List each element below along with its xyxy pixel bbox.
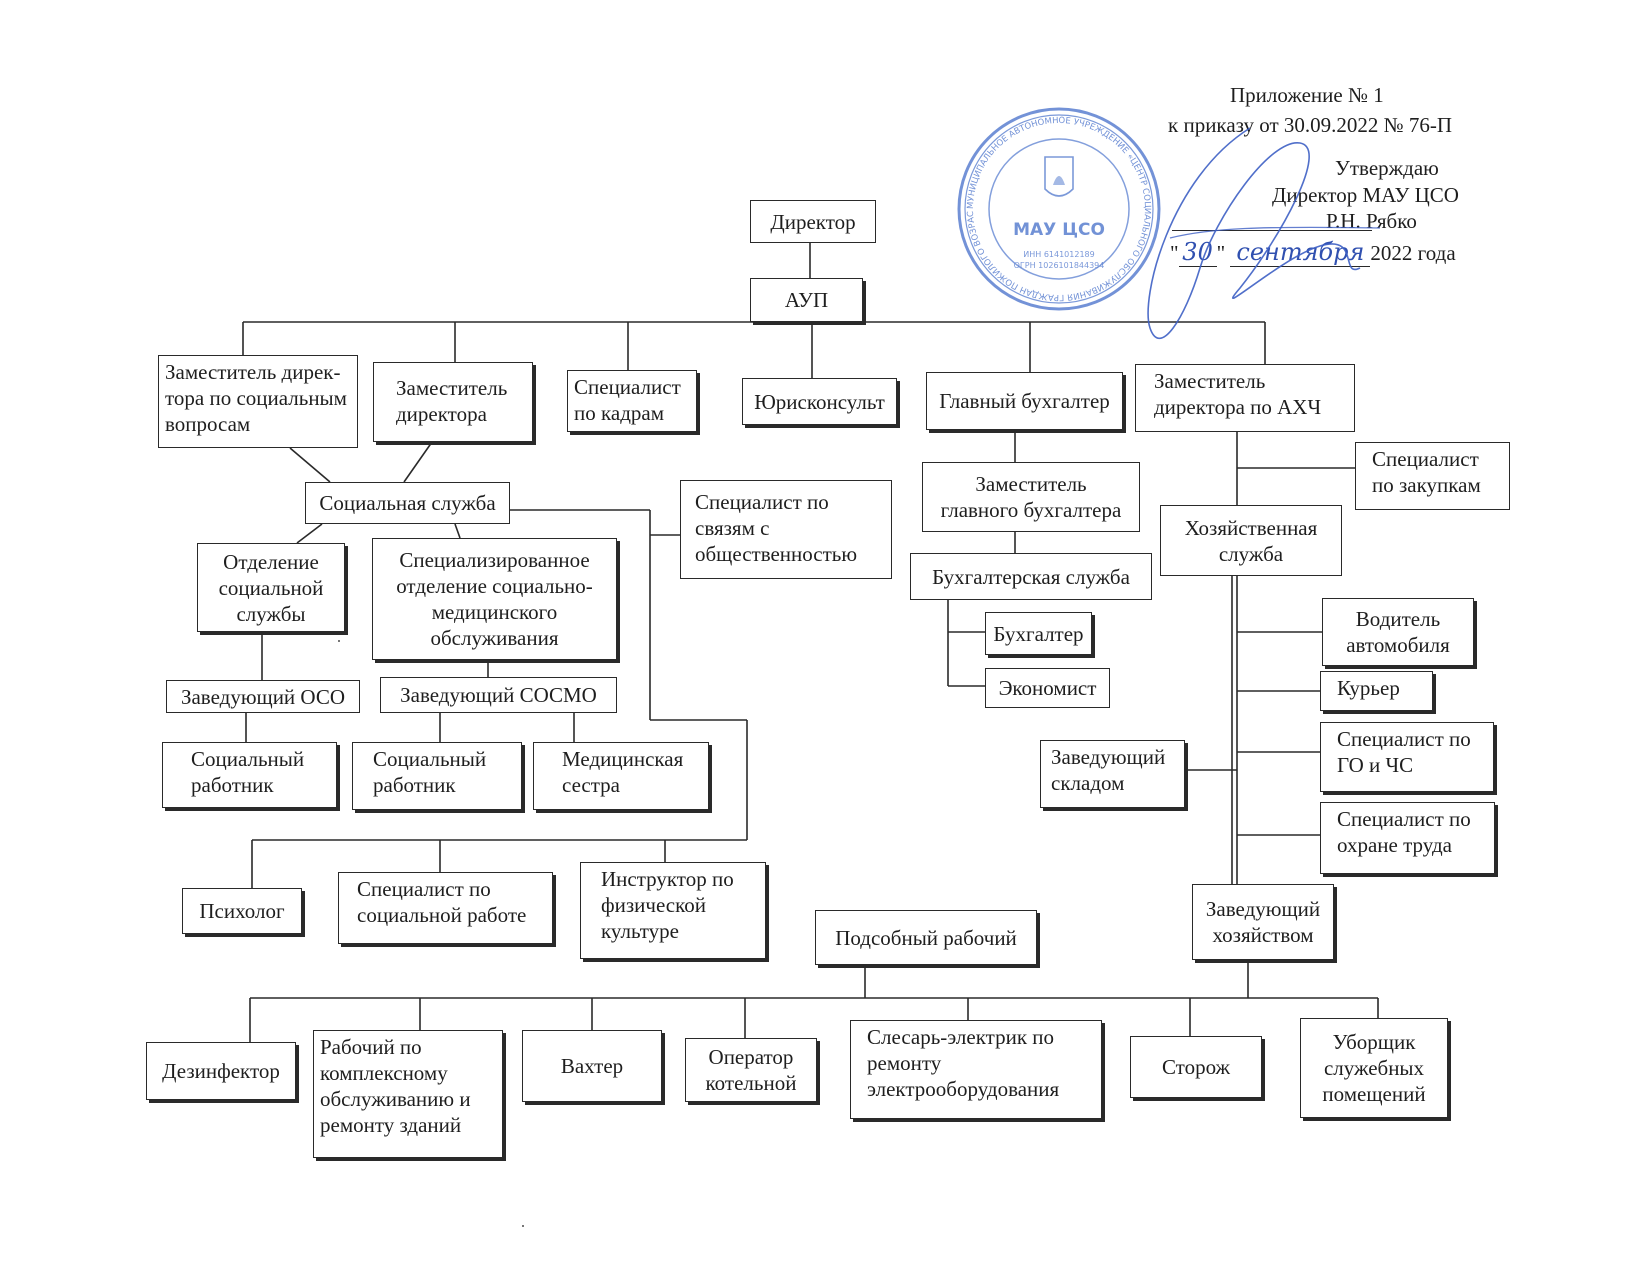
node-accountant: Бухгалтер	[985, 612, 1092, 655]
scan-speck	[338, 640, 340, 642]
stamp-seal: МУНИЦИПАЛЬНОЕ АВТОНОМНОЕ УЧРЕЖДЕНИЕ «ЦЕН…	[955, 105, 1161, 311]
date-day: 30	[1178, 238, 1217, 267]
node-cleaner: Уборщик служебных помещений	[1300, 1018, 1448, 1118]
approve-label: Утверждаю	[1335, 156, 1439, 180]
node-pe-instructor: Инструктор по физической культуре	[580, 862, 766, 959]
node-director: Директор	[750, 200, 876, 243]
crest-shield-icon	[1044, 156, 1074, 197]
node-dept-social: Отделение социальной службы	[197, 543, 345, 632]
node-lawyer: Юрисконсульт	[742, 378, 897, 425]
stamp-ogrn: ОГРН 1026101844394	[1014, 261, 1105, 270]
node-social-worker-1: Социальный работник	[162, 742, 337, 808]
node-aup: АУП	[750, 278, 863, 322]
node-labor-safety-specialist: Специалист по охране труда	[1320, 802, 1495, 874]
director-name: Р.Н. Рябко	[1326, 209, 1417, 233]
node-deputy-social: Заместитель дирек- тора по социальным во…	[158, 355, 358, 448]
appendix-label: Приложение № 1	[1230, 83, 1384, 107]
node-courier: Курьер	[1320, 671, 1433, 711]
node-driver: Водитель автомобиля	[1322, 598, 1474, 666]
node-social-worker-2: Социальный работник	[352, 742, 522, 810]
node-aux-worker: Подсобный рабочий	[815, 910, 1037, 965]
stamp-ring-text: МУНИЦИПАЛЬНОЕ АВТОНОМНОЕ УЧРЕЖДЕНИЕ «ЦЕН…	[955, 105, 1152, 302]
node-economist: Экономист	[985, 668, 1110, 708]
node-psychologist: Психолог	[182, 888, 302, 934]
stamp-inn: ИНН 6141012189	[1023, 250, 1094, 259]
node-deputy: Заместитель директора	[373, 362, 533, 442]
node-head-sosmo: Заведующий СОСМО	[380, 677, 617, 713]
date-year: 2022 года	[1370, 241, 1456, 265]
signature-line	[1172, 230, 1372, 231]
node-chief-accountant: Главный бухгалтер	[926, 372, 1123, 430]
date-month: сентября	[1230, 238, 1371, 267]
scan-speck	[522, 1225, 524, 1227]
node-economic-service: Хозяйственная служба	[1160, 505, 1342, 576]
node-hr-specialist: Специалист по кадрам	[567, 370, 697, 432]
node-building-worker: Рабочий по комплексному обслуживанию и р…	[313, 1030, 503, 1158]
node-accounting-service: Бухгалтерская служба	[910, 553, 1152, 600]
node-electrician: Слесарь-электрик по ремонту электрообору…	[850, 1020, 1102, 1119]
node-go-chs-specialist: Специалист по ГО и ЧС	[1320, 722, 1494, 792]
node-boiler-operator: Оператор котельной	[685, 1038, 817, 1102]
node-deputy-chief-accountant: Заместитель главного бухгалтера	[922, 462, 1140, 532]
node-social-work-specialist: Специалист по социальной работе	[338, 872, 553, 944]
node-household-head: Заведующий хозяйством	[1192, 884, 1334, 960]
node-deputy-ahch: Заместитель директора по АХЧ	[1135, 364, 1355, 432]
director-title: Директор МАУ ЦСО	[1272, 183, 1459, 207]
node-watchman: Вахтер	[522, 1030, 662, 1102]
stamp-center-text: МАУ ЦСО	[1013, 220, 1105, 240]
node-disinfector: Дезинфектор	[146, 1042, 296, 1100]
node-guard: Сторож	[1130, 1036, 1262, 1098]
node-nurse: Медицинская сестра	[533, 742, 709, 810]
crest-bell-icon	[1053, 176, 1065, 185]
signature-scribble	[1147, 127, 1381, 340]
node-pr-specialist: Специалист по связям с общественностью	[680, 480, 892, 579]
node-dept-medical: Специализированное отделение социально- …	[372, 538, 617, 660]
node-procurement-specialist: Специалист по закупкам	[1355, 442, 1510, 510]
node-head-oso: Заведующий ОСО	[166, 680, 360, 713]
order-reference: к приказу от 30.09.2022 № 76-П	[1168, 113, 1453, 137]
node-warehouse-head: Заведующий складом	[1040, 740, 1185, 808]
node-social-service: Социальная служба	[305, 482, 510, 524]
